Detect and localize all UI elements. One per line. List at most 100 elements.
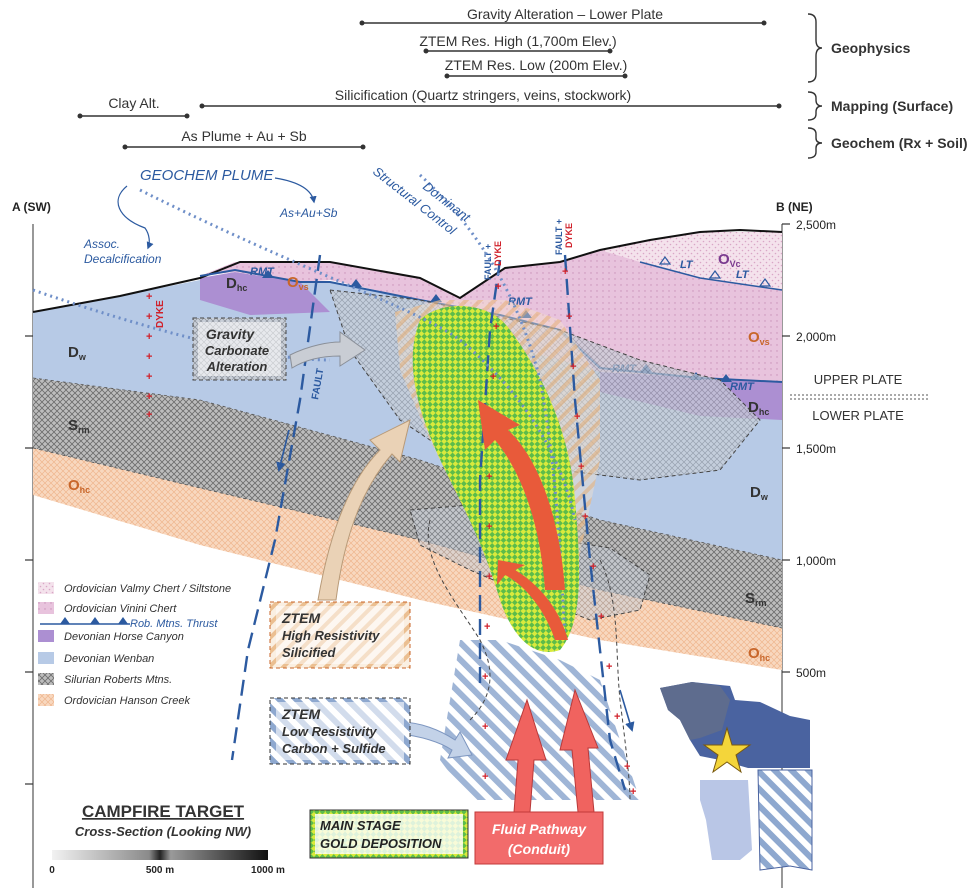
bar-label: As Plume + Au + Sb	[181, 128, 307, 144]
upper-plate-label: UPPER PLATE	[814, 372, 903, 387]
legend-label: Rob. Mtns. Thrust	[130, 618, 218, 630]
bar-label: Gravity Alteration – Lower Plate	[467, 6, 663, 22]
title-block: CAMPFIRE TARGET Cross-Section (Looking N…	[49, 802, 285, 876]
fluid-arrow	[505, 698, 547, 813]
elevation-axis: 2,500m 2,000m 1,500m 1,000m 500m UPPER P…	[25, 218, 928, 785]
main-stage-callout: MAIN STAGE GOLD DEPOSITION	[309, 809, 469, 859]
section-right-end: B (NE)	[776, 200, 813, 214]
svg-text:+: +	[484, 621, 490, 633]
lt-label: LT	[736, 269, 750, 281]
fluid-arrows	[478, 400, 599, 813]
ztem-low-line2: Low Resistivity	[282, 724, 377, 739]
svg-text:+: +	[566, 311, 572, 323]
legend-label: Ordovician Vinini Chert	[64, 603, 177, 615]
elevation-label: 2,500m	[796, 218, 836, 232]
dykes: +++++++ +++++++++++ ++++++++++++ DYKE FA…	[146, 219, 636, 798]
fluid-line1: Fluid Pathway	[492, 821, 587, 837]
scale-label: 0	[49, 865, 55, 876]
header-bars: Gravity Alteration – Lower Plate ZTEM Re…	[77, 6, 968, 159]
elevation-label: 500m	[796, 666, 826, 680]
section-subtitle: Cross-Section (Looking NW)	[75, 824, 251, 839]
svg-text:+: +	[146, 409, 152, 421]
label-srm-left: Srm	[68, 417, 90, 435]
svg-text:+: +	[146, 291, 152, 303]
legend-item: Rob. Mtns. Thrust	[40, 617, 218, 630]
svg-text:+: +	[146, 311, 152, 323]
svg-text:+: +	[590, 561, 596, 573]
svg-text:+: +	[495, 281, 501, 293]
fault-label: FAULT	[310, 368, 326, 401]
label-dhc-right: Dhc	[748, 399, 769, 417]
elevation-label: 2,000m	[796, 330, 836, 344]
bar-as-plume: As Plume + Au + Sb	[122, 128, 366, 150]
fault-dyke-label-b: DYKE	[493, 241, 503, 266]
svg-text:+: +	[486, 521, 492, 533]
svg-text:+: +	[486, 571, 492, 583]
section-title: CAMPFIRE TARGET	[82, 802, 245, 821]
legend-item: Devonian Wenban	[38, 652, 154, 665]
svg-text:+: +	[146, 331, 152, 343]
svg-text:+: +	[606, 661, 612, 673]
lt-label: LT	[680, 259, 694, 271]
dyke-label: DYKE	[155, 300, 166, 328]
svg-text:+: +	[574, 411, 580, 423]
label-dw-left: Dw	[68, 344, 87, 362]
label-dw-right: Dw	[750, 484, 769, 502]
svg-text:+: +	[493, 321, 499, 333]
fluid-line2: (Conduit)	[508, 841, 571, 857]
unit-horse-canyon	[200, 272, 330, 315]
svg-text:+: +	[598, 611, 604, 623]
legend-label: Devonian Wenban	[64, 653, 154, 665]
scale-bar	[52, 850, 268, 860]
assoc-label-line1: Assoc.	[83, 237, 120, 251]
legend-item: Devonian Horse Canyon	[38, 630, 184, 643]
fault-dyke-label-b: DYKE	[564, 223, 574, 248]
fluid-arrow	[559, 688, 599, 813]
legend-item: Ordovician Vinini Chert	[38, 602, 177, 615]
bracket-geophysics: Geophysics	[807, 13, 911, 83]
scale-label: 500 m	[146, 865, 174, 876]
unit-labels: OVc Ovs Ovs Dhc Dhc Dw Dw Srm Srm Ohc Oh…	[68, 251, 770, 663]
bar-gravity-alteration: Gravity Alteration – Lower Plate	[359, 6, 767, 26]
group-label-geochem: Geochem (Rx + Soil)	[831, 135, 968, 151]
as-au-sb-label: As+Au+Sb	[279, 206, 338, 220]
gravity-callout-line2: Carbonate	[205, 343, 269, 358]
legend-label: Ordovician Valmy Chert / Siltstone	[64, 583, 231, 595]
bar-ztem-high: ZTEM Res. High (1,700m Elev.)	[419, 33, 617, 54]
elevation-label: 1,000m	[796, 554, 836, 568]
label-ovs-top: Ovs	[287, 274, 309, 292]
fault-dyke-label-a: FAULT +	[554, 219, 564, 255]
ztem-low-callout: ZTEM Low Resistivity Carbon + Sulfide	[269, 697, 473, 765]
alteration-zones	[329, 289, 761, 801]
legend-label: Devonian Horse Canyon	[64, 631, 184, 643]
geochem-plume-label: GEOCHEM PLUME	[140, 167, 274, 184]
label-ovc: OVc	[718, 251, 741, 269]
section-left-end: A (SW)	[12, 200, 51, 214]
bracket-geochem: Geochem (Rx + Soil)	[807, 127, 968, 159]
svg-text:+: +	[490, 371, 496, 383]
gravity-callout: Gravity Carbonate Alteration	[192, 317, 366, 381]
group-label-mapping: Mapping (Surface)	[831, 98, 953, 114]
legend-item: Ordovician Hanson Creek	[38, 694, 190, 707]
ztem-low-line1: ZTEM	[281, 706, 320, 722]
legend-item: Silurian Roberts Mtns.	[38, 673, 172, 686]
legend-label: Ordovician Hanson Creek	[64, 695, 190, 707]
elevation-label: 1,500m	[796, 442, 836, 456]
bar-label: ZTEM Res. High (1,700m Elev.)	[419, 33, 616, 49]
svg-text:+: +	[570, 361, 576, 373]
assoc-label-line2: Decalcification	[84, 252, 162, 266]
svg-text:+: +	[146, 371, 152, 383]
unit-valmy	[600, 232, 782, 290]
ztem-high-callout: ZTEM High Resistivity Silicified	[269, 419, 411, 669]
legend-label: Silurian Roberts Mtns.	[64, 674, 172, 686]
group-label-geophysics: Geophysics	[831, 40, 911, 56]
svg-text:+: +	[630, 786, 636, 798]
bar-ztem-low: ZTEM Res. Low (200m Elev.)	[444, 57, 628, 79]
geochem-annotations: GEOCHEM PLUME As+Au+Sb Assoc. Decalcific…	[83, 164, 474, 266]
fluid-arrow	[478, 400, 565, 590]
label-ovs: Ovs	[748, 329, 770, 347]
svg-text:+: +	[624, 761, 630, 773]
main-stage-line2: GOLD DEPOSITION	[320, 836, 442, 851]
svg-text:+: +	[482, 671, 488, 683]
svg-text:+: +	[614, 711, 620, 723]
